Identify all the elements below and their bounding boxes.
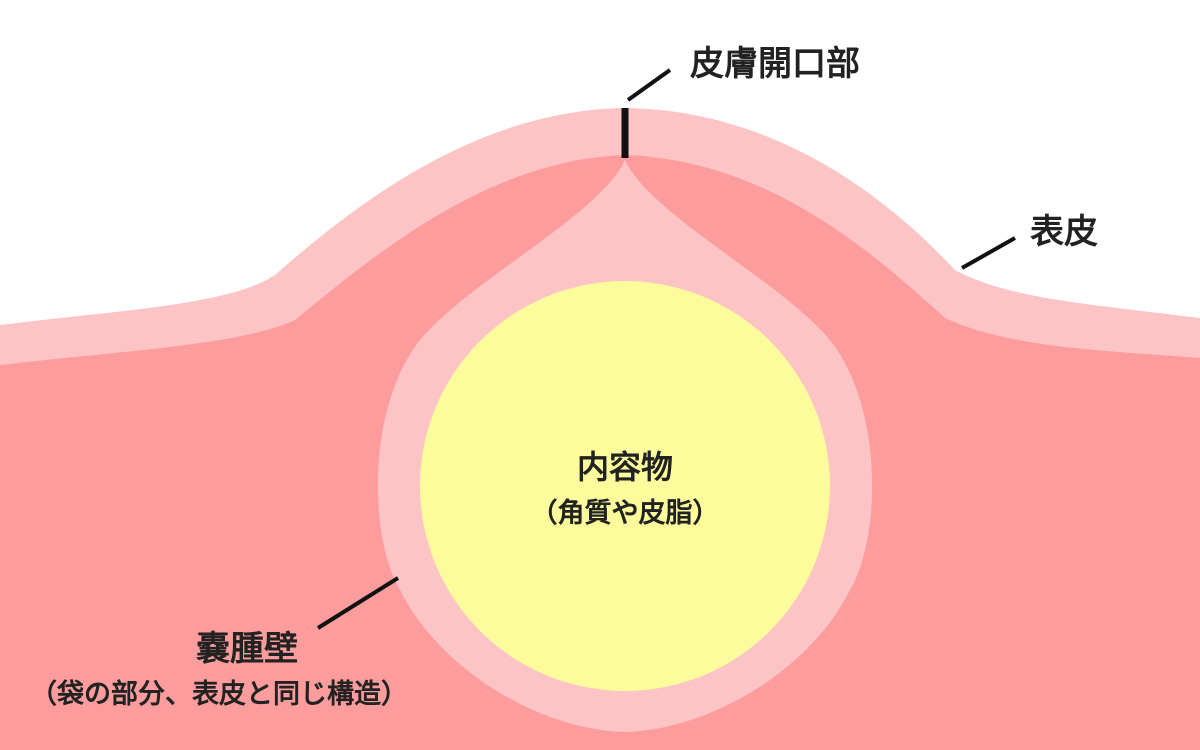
cyst-wall-label: 嚢腫壁 (196, 629, 298, 669)
skin-opening-leader-line (626, 68, 672, 102)
cyst-contents (420, 281, 830, 691)
cyst-wall-leader-line (316, 576, 400, 630)
skin-opening-label: 皮膚開口部 (690, 44, 860, 84)
contents-note-label: （角質や皮脂） (531, 497, 720, 529)
contents-label: 内容物 (577, 448, 673, 486)
epidermis-label: 表皮 (1030, 212, 1098, 252)
epidermis-leader-line (961, 236, 1016, 270)
cyst-wall-note-label: （袋の部分、表皮と同じ構造） (30, 678, 408, 710)
